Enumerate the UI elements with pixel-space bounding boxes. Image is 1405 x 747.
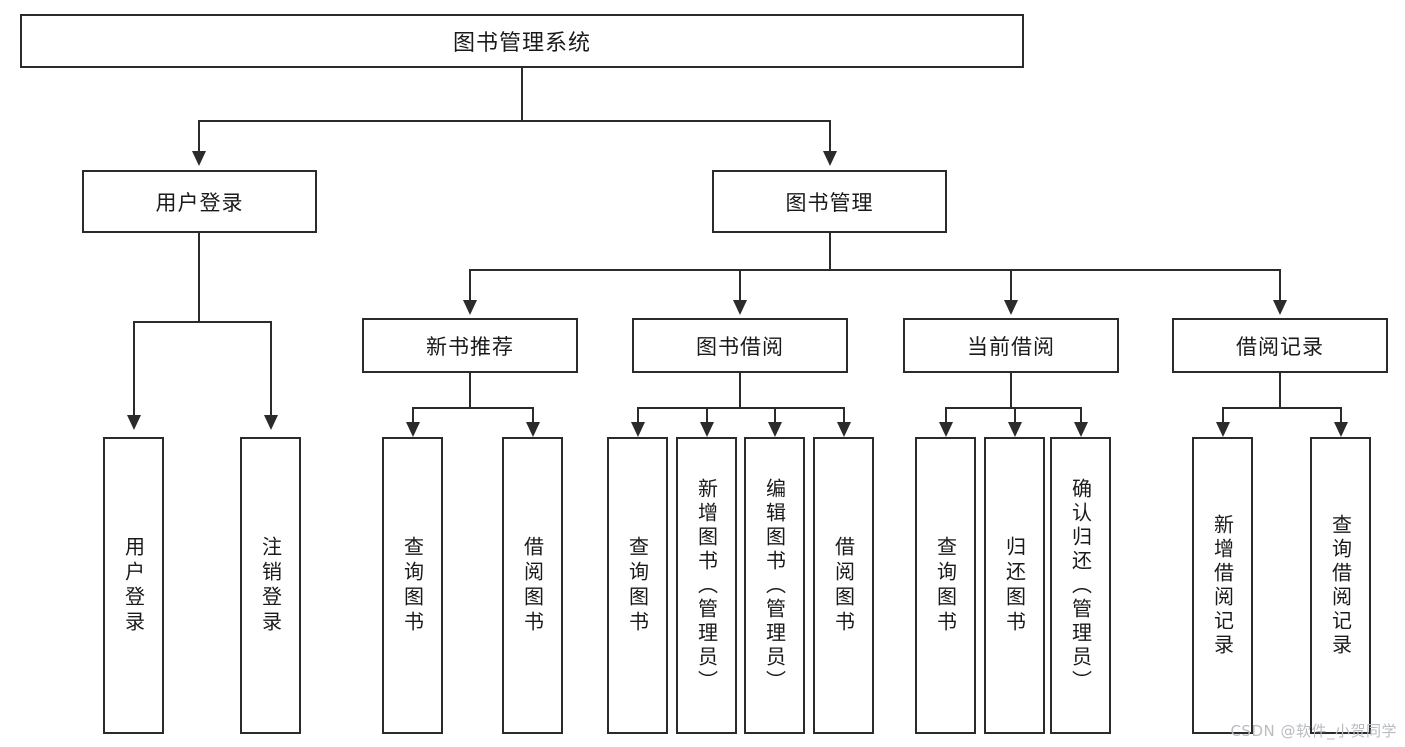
connector-book-borrow-to-leaf-2 bbox=[706, 407, 708, 422]
node-label: 当前借阅 bbox=[967, 334, 1055, 359]
node-label: 借阅记录 bbox=[1236, 334, 1324, 359]
node-label: 注销登录 bbox=[258, 535, 283, 636]
arrow-to-leaf-query-book-3 bbox=[939, 422, 953, 437]
arrow-to-leaf-user-login bbox=[127, 415, 141, 430]
node-leaf-add-book[interactable]: 新增图书（管理员） bbox=[676, 437, 737, 734]
connector-root-to-book-manage bbox=[829, 120, 831, 151]
node-leaf-query-book-borrow[interactable]: 查询图书 bbox=[607, 437, 668, 734]
node-label: 借阅图书 bbox=[520, 535, 545, 636]
arrow-to-leaf-borrow-book-2 bbox=[837, 422, 851, 437]
node-leaf-query-borrow-record[interactable]: 查询借阅记录 bbox=[1310, 437, 1371, 734]
node-leaf-borrow-book[interactable]: 借阅图书 bbox=[813, 437, 874, 734]
node-new-book-recommendation[interactable]: 新书推荐 bbox=[362, 318, 578, 373]
connector-user-login-to-leaf-1 bbox=[133, 321, 135, 415]
node-root-book-management-system[interactable]: 图书管理系统 bbox=[20, 14, 1024, 68]
connector-book-borrow-to-leaf-1 bbox=[637, 407, 639, 422]
arrow-to-leaf-borrow-book-1 bbox=[526, 422, 540, 437]
node-label: 新增借阅记录 bbox=[1210, 513, 1235, 658]
connector-current-borrow-bar bbox=[945, 407, 1082, 409]
node-label: 查询图书 bbox=[625, 535, 650, 636]
connector-root-stem bbox=[521, 68, 523, 120]
node-label: 查询借阅记录 bbox=[1328, 513, 1353, 658]
node-leaf-logout[interactable]: 注销登录 bbox=[240, 437, 301, 734]
connector-user-login-stem bbox=[198, 233, 200, 321]
node-leaf-query-book-new-rec[interactable]: 查询图书 bbox=[382, 437, 443, 734]
connector-current-borrow-to-leaf-2 bbox=[1014, 407, 1016, 422]
connector-borrow-record-bar bbox=[1222, 407, 1341, 409]
node-label: 用户登录 bbox=[121, 535, 146, 636]
node-label: 新书推荐 bbox=[426, 334, 514, 359]
node-leaf-edit-book[interactable]: 编辑图书（管理员） bbox=[744, 437, 805, 734]
connector-book-borrow-stem bbox=[739, 373, 741, 407]
connector-current-borrow-to-leaf-1 bbox=[945, 407, 947, 422]
node-leaf-add-borrow-record[interactable]: 新增借阅记录 bbox=[1192, 437, 1253, 734]
connector-new-book-rec-to-leaf-1 bbox=[412, 407, 414, 422]
node-borrow-record[interactable]: 借阅记录 bbox=[1172, 318, 1388, 373]
connector-current-borrow-to-leaf-3 bbox=[1080, 407, 1082, 422]
connector-book-borrow-to-leaf-4 bbox=[843, 407, 845, 422]
arrow-to-book-borrow bbox=[733, 300, 747, 315]
arrow-to-leaf-return-book bbox=[1008, 422, 1022, 437]
connector-book-borrow-to-leaf-3 bbox=[774, 407, 776, 422]
connector-book-manage-to-l3-1 bbox=[469, 269, 471, 300]
connector-book-manage-bar bbox=[469, 269, 1280, 271]
connector-borrow-record-stem bbox=[1279, 373, 1281, 407]
node-leaf-confirm-return[interactable]: 确认归还（管理员） bbox=[1050, 437, 1111, 734]
arrow-to-book-manage bbox=[823, 151, 837, 166]
node-label: 用户登录 bbox=[155, 190, 244, 215]
connector-user-login-bar bbox=[133, 321, 271, 323]
node-label: 图书管理系统 bbox=[452, 31, 591, 56]
arrow-to-current-borrow bbox=[1004, 300, 1018, 315]
node-label: 确认归还（管理员） bbox=[1068, 477, 1093, 694]
connector-new-book-rec-to-leaf-2 bbox=[532, 407, 534, 422]
node-book-borrow[interactable]: 图书借阅 bbox=[632, 318, 848, 373]
arrow-to-borrow-record bbox=[1273, 300, 1287, 315]
arrow-to-leaf-add-record bbox=[1216, 422, 1230, 437]
node-label: 查询图书 bbox=[400, 535, 425, 636]
arrow-to-leaf-confirm-return bbox=[1074, 422, 1088, 437]
csdn-watermark: CSDN @软件_小贺同学 bbox=[1230, 722, 1397, 740]
connector-book-borrow-bar bbox=[637, 407, 844, 409]
connector-current-borrow-stem bbox=[1010, 373, 1012, 407]
arrow-to-new-book-rec bbox=[463, 300, 477, 315]
node-leaf-borrow-book-new-rec[interactable]: 借阅图书 bbox=[502, 437, 563, 734]
connector-root-bar bbox=[198, 120, 830, 122]
node-label: 图书管理 bbox=[785, 190, 874, 215]
node-user-login[interactable]: 用户登录 bbox=[82, 170, 317, 233]
connector-new-book-rec-bar bbox=[412, 407, 533, 409]
node-label: 编辑图书（管理员） bbox=[762, 477, 787, 694]
node-leaf-user-login[interactable]: 用户登录 bbox=[103, 437, 164, 734]
arrow-to-leaf-add-book bbox=[700, 422, 714, 437]
arrow-to-leaf-query-record bbox=[1334, 422, 1348, 437]
arrow-to-leaf-query-book-2 bbox=[631, 422, 645, 437]
node-label: 归还图书 bbox=[1002, 535, 1027, 636]
connector-book-manage-to-l3-4 bbox=[1279, 269, 1281, 300]
arrow-to-leaf-logout bbox=[264, 415, 278, 430]
node-label: 查询图书 bbox=[933, 535, 958, 636]
connector-new-book-rec-stem bbox=[469, 373, 471, 407]
node-label: 新增图书（管理员） bbox=[694, 477, 719, 694]
connector-borrow-record-to-leaf-2 bbox=[1340, 407, 1342, 422]
node-leaf-query-book-current[interactable]: 查询图书 bbox=[915, 437, 976, 734]
arrow-to-leaf-edit-book bbox=[768, 422, 782, 437]
connector-book-manage-stem bbox=[829, 233, 831, 269]
arrow-to-user-login bbox=[192, 151, 206, 166]
connector-book-manage-to-l3-2 bbox=[739, 269, 741, 300]
node-label: 借阅图书 bbox=[831, 535, 856, 636]
connector-root-to-user-login bbox=[198, 120, 200, 151]
connector-book-manage-to-l3-3 bbox=[1010, 269, 1012, 300]
node-current-borrow[interactable]: 当前借阅 bbox=[903, 318, 1119, 373]
node-leaf-return-book[interactable]: 归还图书 bbox=[984, 437, 1045, 734]
connector-user-login-to-leaf-2 bbox=[270, 321, 272, 415]
connector-borrow-record-to-leaf-1 bbox=[1222, 407, 1224, 422]
node-book-manage[interactable]: 图书管理 bbox=[712, 170, 947, 233]
arrow-to-leaf-query-book-1 bbox=[406, 422, 420, 437]
node-label: 图书借阅 bbox=[696, 334, 784, 359]
